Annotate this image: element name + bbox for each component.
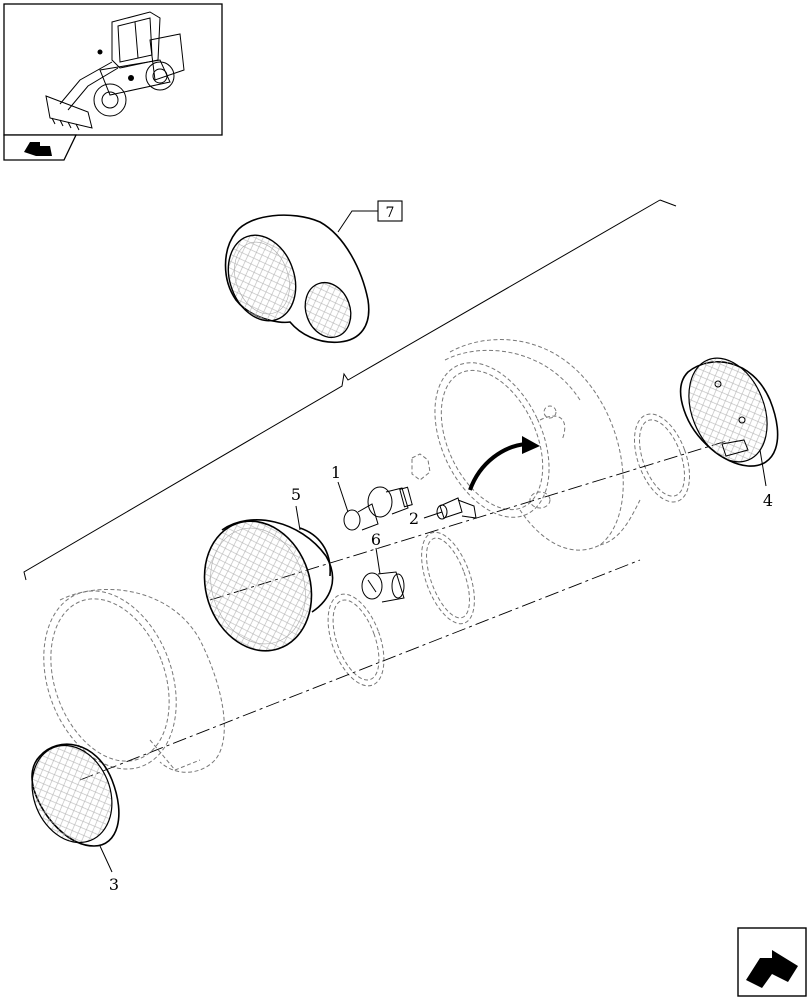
ref-box-7[interactable]: 7 [377, 200, 403, 222]
callout-1: 1 [331, 463, 341, 482]
phantom-reflector-ring [411, 453, 475, 625]
phantom-housing-left [43, 589, 385, 773]
phantom-housing-right [434, 339, 690, 551]
machine-thumbnail [3, 3, 223, 136]
back-arrow-icon[interactable] [24, 142, 52, 156]
part-6-bayonet-bulb[interactable] [361, 571, 405, 603]
callout-4: 4 [763, 491, 773, 510]
callout-3: 3 [109, 875, 119, 894]
center-line-lower [79, 559, 641, 781]
callout-2: 2 [409, 509, 419, 528]
callout-5: 5 [291, 485, 301, 504]
part-4-round-lamp[interactable] [674, 346, 781, 473]
rotation-arrow-icon [468, 436, 540, 491]
next-page-button[interactable] [737, 927, 807, 997]
part-2-small-bulb[interactable] [436, 497, 477, 520]
part-3-round-lamp[interactable] [18, 733, 126, 854]
section-break-line [23, 199, 677, 581]
part-1-halogen-bulb[interactable] [343, 486, 413, 531]
part-5-headlamp[interactable] [188, 507, 334, 665]
callout-6: 6 [371, 530, 381, 549]
ref-box-7-label: 7 [386, 205, 395, 221]
previous-page-tab[interactable] [3, 134, 78, 161]
next-page-arrow-icon[interactable] [746, 950, 798, 988]
complete-lamp-assembly [224, 214, 370, 344]
center-line-upper [209, 439, 731, 601]
